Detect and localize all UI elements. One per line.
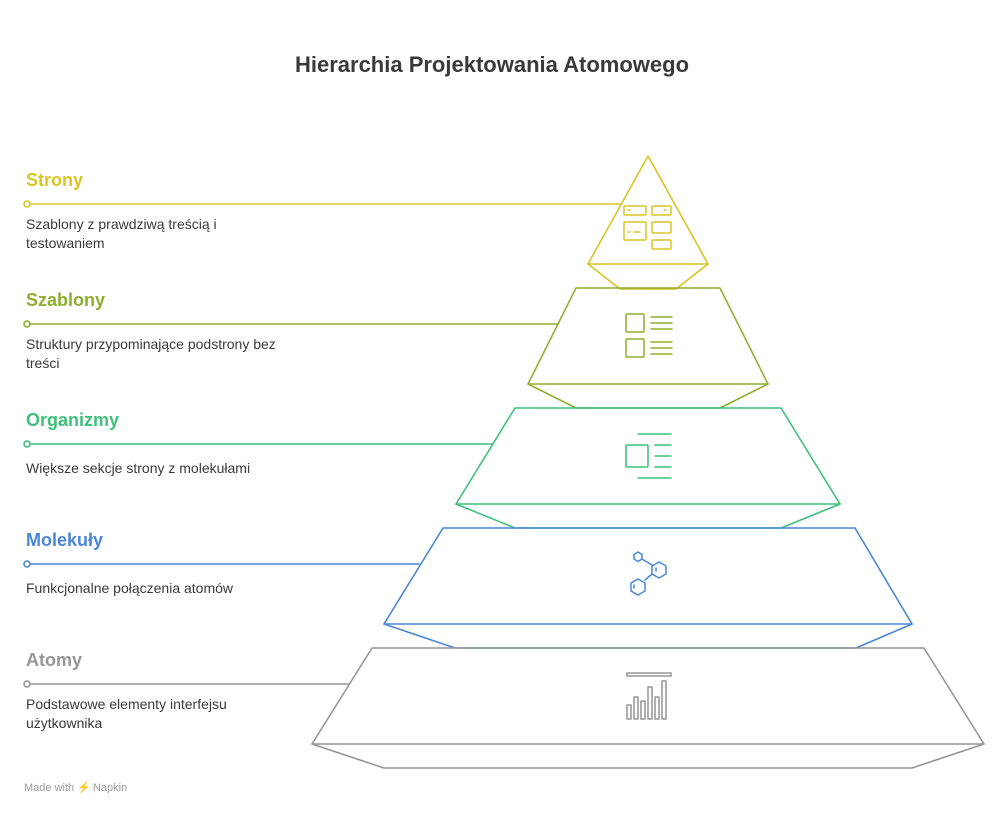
level-heading-molekuly: Molekuły: [26, 530, 104, 550]
napkin-logo-icon: ⚡: [77, 782, 91, 794]
template-list-icon: [625, 313, 673, 358]
pyramid-shape: [587, 155, 709, 265]
pyramid-bottom-facet: [527, 383, 769, 409]
level-desc-strony: Szablony z prawdziwą treścią i testowani…: [26, 216, 217, 251]
pyramid-bottom-facet: [383, 623, 913, 649]
page-layout-icon: [623, 205, 672, 250]
level-heading-organizmy: Organizmy: [26, 410, 120, 430]
pyramid-level-strony: [23, 155, 709, 290]
connector-dot: [23, 560, 31, 568]
connector-dot: [23, 320, 31, 328]
level-desc-szablony: Struktury przypominające podstrony bez t…: [26, 336, 276, 371]
molecule-icon: [630, 551, 667, 596]
level-desc-atomy: Podstawowe elementy interfejsu użytkowni…: [26, 696, 227, 731]
pyramid-bottom-facet: [311, 743, 985, 769]
bar-chart-icon: [626, 672, 672, 720]
pyramid-level-organizmy: [23, 407, 841, 529]
pyramid-shape: [527, 287, 769, 385]
footer-brand: Napkin: [92, 782, 128, 794]
pyramid-bottom-facet: [587, 263, 709, 290]
level-desc-molekuly: Funkcjonalne połączenia atomów: [26, 580, 234, 596]
pyramid-shape: [383, 527, 913, 625]
level-heading-atomy: Atomy: [26, 650, 83, 670]
level-heading-strony: Strony: [26, 170, 84, 190]
level-heading-szablony: Szablony: [26, 290, 106, 310]
footer-made-with: Made with: [24, 782, 75, 794]
level-desc-organizmy: Większe sekcje strony z molekułami: [26, 460, 251, 476]
pyramid-level-atomy: [23, 647, 985, 769]
footer-credit: Made with ⚡Napkin: [24, 781, 127, 794]
connector-dot: [23, 680, 31, 688]
pyramid-bottom-facet: [455, 503, 841, 529]
pyramid-level-szablony: [23, 287, 769, 409]
section-layout-icon: [625, 433, 672, 479]
diagram-title: Hierarchia Projektowania Atomowego: [294, 52, 690, 77]
connector-dot: [23, 440, 31, 448]
connector-dot: [23, 200, 31, 208]
pyramid-level-molekuly: [23, 527, 913, 649]
